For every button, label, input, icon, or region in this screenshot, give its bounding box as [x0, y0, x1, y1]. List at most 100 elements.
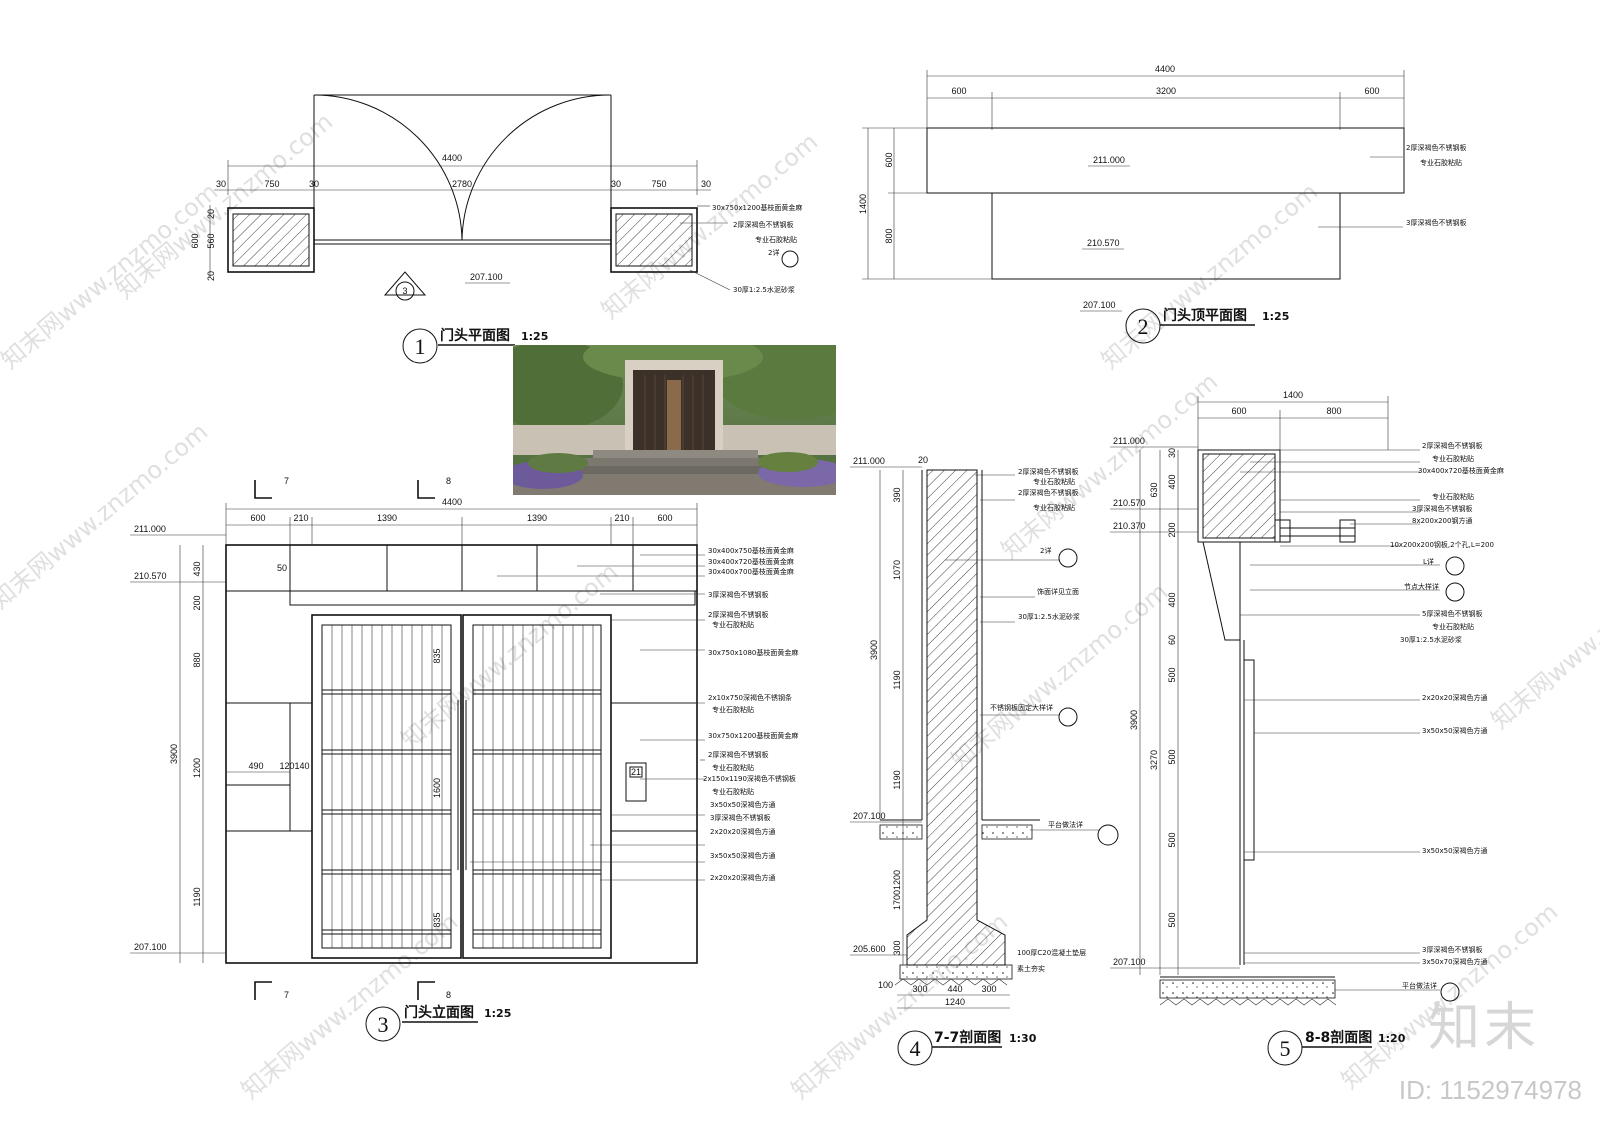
- sec8-left-dim-8: 500: [1167, 832, 1177, 847]
- sec8-top-dim-1: 800: [1326, 406, 1341, 416]
- sec8-note-9: 5厚深褐色不锈钢板: [1422, 609, 1482, 618]
- sec7-side-dim: 100: [878, 980, 893, 990]
- sec7-note-0: 2厚深褐色不锈钢板: [1018, 467, 1078, 476]
- elev-title: 门头立面图: [404, 1004, 474, 1021]
- sec8-title-scale: 1:20: [1378, 1032, 1406, 1045]
- plan-dim-1: 750: [264, 179, 279, 189]
- sec8-title-num: 5: [1280, 1036, 1291, 1061]
- plan-dim-6: 30: [701, 179, 711, 189]
- elev-note-2: 30x400x700基枝面黄金麻: [708, 567, 794, 576]
- elev-note-13: 专业石胶粘贴: [712, 787, 754, 796]
- sec8-note-5: 8x200x200钢方通: [1412, 516, 1472, 525]
- sec8-note-17: 平台做法详: [1402, 981, 1437, 990]
- sec8-left-dim-11: 3900: [1129, 710, 1139, 730]
- sec7-left-dim-6: 300: [892, 940, 902, 955]
- roof-note-0: 2厚深褐色不锈钢板: [1406, 143, 1466, 152]
- elev-inner-dim-3: 50: [277, 563, 287, 573]
- sec8-note-16: 3x50x70深褐色方通: [1422, 957, 1488, 966]
- section-8-drawing: 1400 600 800 211.000 210.570 210.370 207…: [1110, 390, 1504, 1066]
- sec8-note-4: 3厚深褐色不锈钢板: [1412, 504, 1472, 513]
- elev-level-2: 207.100: [134, 942, 167, 952]
- sec7-left-dim-3: 1190: [892, 770, 902, 789]
- sec7-total-h: 3900: [869, 640, 879, 660]
- sec7-note-3: 专业石胶粘贴: [1033, 503, 1075, 512]
- elev-note-11: 专业石胶粘贴: [712, 763, 754, 772]
- sec7-note-7: 不锈钢板固定大样详: [990, 703, 1053, 712]
- elev-inner-dim-6: 835: [432, 912, 442, 927]
- elev-box-label: 21: [631, 767, 641, 777]
- elev-cut-mark-2: 7: [284, 990, 289, 1000]
- sec7-level-1: 207.100: [853, 811, 886, 821]
- sec7-title-num: 4: [910, 1036, 921, 1061]
- sec7-top-dim: 20: [918, 455, 928, 465]
- plan-title-scale: 1:25: [521, 330, 548, 343]
- elev-title-num: 3: [378, 1012, 389, 1037]
- watermark-5: 知末网www.znzmo.com: [0, 418, 213, 615]
- section-7-drawing: 211.000 207.100 205.600 390 1070 1190 11…: [850, 455, 1119, 1066]
- plan-note-1: 2厚深褐色不锈钢板: [733, 220, 793, 229]
- plan-left-dim-2: 600: [190, 233, 200, 248]
- sec7-bottom-dim-0: 300: [912, 984, 927, 994]
- sec8-note-11: 30厚1:2.5水泥砂浆: [1400, 635, 1462, 644]
- elev-dim-3: 1390: [527, 513, 547, 523]
- plan-dim-4: 30: [611, 179, 621, 189]
- sec8-left-dim-0: 30: [1167, 448, 1177, 458]
- elev-inner-dim-0: 490: [248, 761, 263, 771]
- plan-title: 门头平面图: [440, 327, 510, 344]
- roof-left-dim-0: 600: [884, 152, 894, 167]
- elev-dim-4: 210: [614, 513, 629, 523]
- sec8-top-total: 1400: [1283, 390, 1303, 400]
- plan-dim-5: 750: [651, 179, 666, 189]
- sec8-level-2: 210.370: [1113, 521, 1146, 531]
- plan-dim-3: 2780: [452, 179, 472, 189]
- elev-inner-dim-5: 835: [432, 648, 442, 663]
- roof-title-num: 2: [1138, 314, 1149, 339]
- elev-note-4: 2厚深褐色不锈钢板: [708, 610, 768, 619]
- sec7-bottom-total: 1240: [945, 997, 965, 1007]
- elev-cut-mark-1: 8: [446, 476, 451, 486]
- watermark-4: 知末网www.znzmo.com: [1096, 178, 1323, 375]
- sec7-bottom-dim-1: 440: [947, 984, 962, 994]
- sec8-title: 8-8剖面图: [1305, 1029, 1372, 1046]
- sec7-note-10: 素土夯实: [1017, 964, 1045, 973]
- elev-note-12: 2x150x1190深褐色不锈钢板: [703, 774, 796, 783]
- sec7-note-8: 平台做法详: [1048, 820, 1083, 829]
- elev-note-5: 专业石胶粘贴: [712, 620, 754, 629]
- plan-note-4: 30厚1:2.5水泥砂浆: [733, 285, 795, 294]
- elev-dim-1: 210: [293, 513, 308, 523]
- sec8-note-13: 3x50x50深褐色方通: [1422, 726, 1488, 735]
- sec7-left-dim-5: 1700: [892, 890, 902, 910]
- sec7-note-6: 30厚1:2.5水泥砂浆: [1018, 612, 1080, 621]
- watermark-12: 知末网www.znzmo.com: [996, 368, 1223, 565]
- elev-cut-mark-0: 7: [284, 476, 289, 486]
- plan-note-0: 30x750x1200基枝面黄金麻: [712, 203, 802, 212]
- elev-left-dim-2: 880: [192, 652, 202, 667]
- sec8-left-dim-1: 400: [1167, 474, 1177, 489]
- elev-level-0: 211.000: [134, 524, 166, 534]
- sec7-note-1: 专业石胶粘贴: [1033, 477, 1075, 486]
- elev-dim-5: 600: [657, 513, 672, 523]
- sec8-level-0: 211.000: [1113, 436, 1145, 446]
- elev-note-14: 3x50x50深褐色方通: [710, 800, 776, 809]
- elev-note-1: 30x400x720基枝面黄金麻: [708, 557, 794, 566]
- sec7-title-scale: 1:30: [1009, 1032, 1037, 1045]
- sec7-note-5: 饰面详见立面: [1037, 587, 1079, 596]
- elev-inner-dim-1: 120: [279, 761, 294, 771]
- elev-level-1: 210.570: [134, 571, 167, 581]
- roof-total-dim: 4400: [1155, 64, 1175, 74]
- sec8-left-dim-6: 500: [1167, 667, 1177, 682]
- sec7-note-9: 100厚C20混凝土垫层: [1017, 948, 1086, 957]
- sec7-left-dim-4: 1200: [892, 870, 902, 890]
- elev-note-9: 30x750x1200基枝面黄金麻: [708, 731, 798, 740]
- sec7-bottom-dim-2: 300: [981, 984, 996, 994]
- roof-dim-2: 600: [1364, 86, 1379, 96]
- sec7-left-dim-0: 390: [892, 487, 902, 502]
- elev-notes: 30x400x750基枝面黄金麻 30x400x720基枝面黄金麻 30x400…: [470, 546, 798, 882]
- sec8-left-dim-4: 60: [1167, 635, 1177, 645]
- rendering-photo: [513, 345, 836, 495]
- watermark-8: 知末网www.znzmo.com: [1486, 538, 1600, 735]
- elev-note-8: 专业石胶粘贴: [712, 705, 754, 714]
- plan-left-dim-3: 20: [206, 271, 216, 281]
- plan-section-mark: 3: [402, 286, 407, 296]
- plan-left-dim-1: 560: [206, 233, 216, 248]
